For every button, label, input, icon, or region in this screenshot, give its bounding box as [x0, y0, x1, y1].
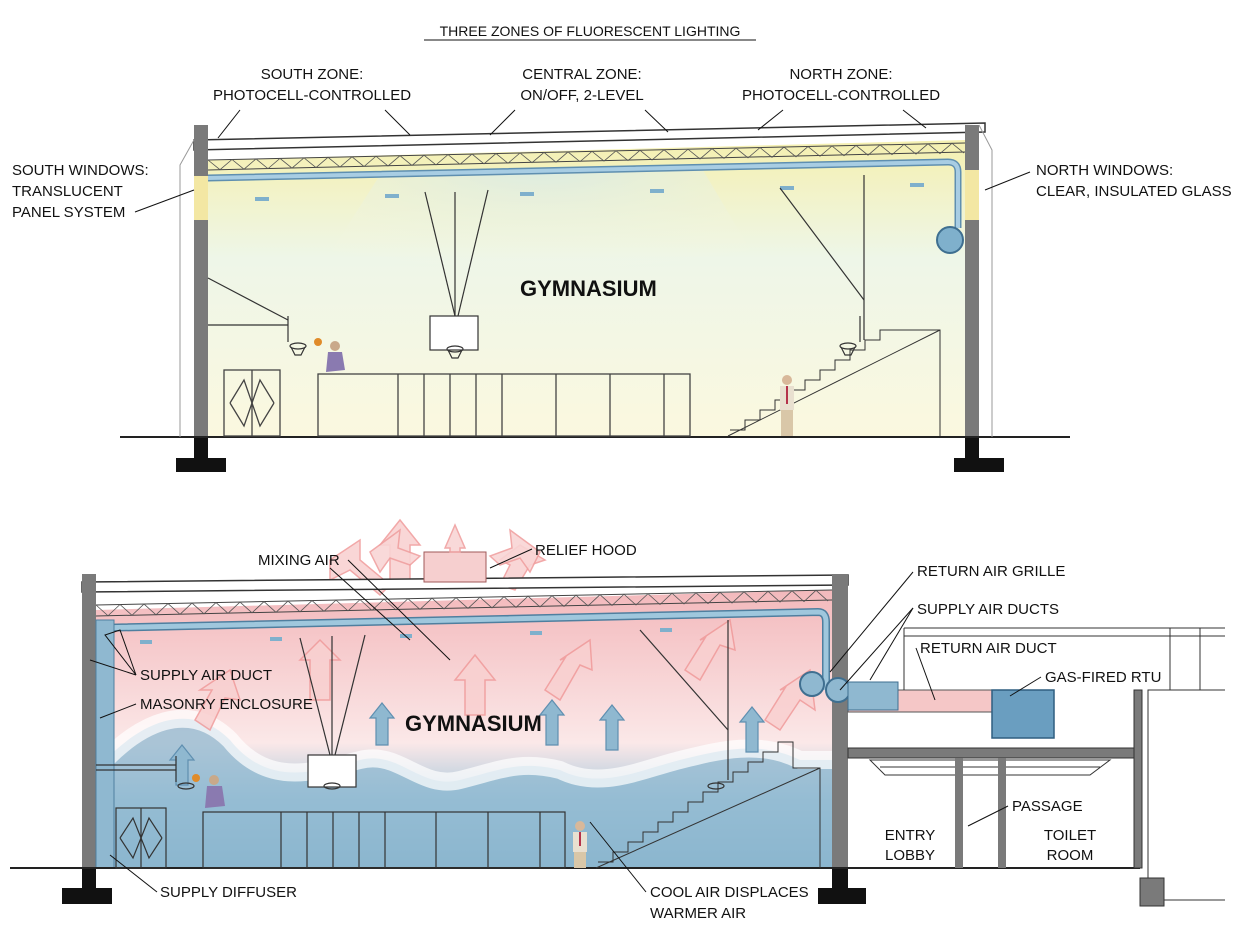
person-player-bottom: [192, 774, 225, 808]
adjacent-building: [847, 627, 1225, 907]
masonry-enclosure: [95, 619, 115, 869]
north-zone-label-1: NORTH ZONE:: [789, 66, 892, 83]
central-light-cone: [300, 165, 780, 300]
west-pier-bottom: [82, 868, 96, 890]
return-air-duct-label: RETURN AIR DUCT: [920, 640, 1057, 657]
supply-air-ducts-label: SUPPLY AIR DUCTS: [917, 601, 1059, 618]
passage-col-2: [998, 758, 1006, 868]
masonry-enclosure-label: MASONRY ENCLOSURE: [140, 696, 313, 713]
supply-air-duct-label: SUPPLY AIR DUCT: [140, 667, 272, 684]
north-pier-top: [965, 437, 979, 459]
toilet-room-label-2: ROOM: [1047, 847, 1094, 864]
cool-air-label-1: COOL AIR DISPLACES: [650, 884, 809, 901]
supply-air-ducts: [847, 681, 899, 711]
north-windows-label-1: NORTH WINDOWS:: [1036, 162, 1173, 179]
roof-truss-top: [207, 142, 966, 171]
north-window: [965, 170, 979, 220]
relief-hood: [423, 551, 487, 583]
bleachers-bottom: [595, 741, 821, 869]
gymnasium-label-top: GYMNASIUM: [520, 276, 657, 301]
passage-col-1: [955, 758, 963, 868]
hvac-section: GYMNASIUM RELIEF HOOD MIXING AIR SUPPLY …: [10, 518, 1225, 922]
person-standing-top: [780, 375, 794, 436]
central-zone-label-2: ON/OFF, 2-LEVEL: [520, 87, 643, 104]
south-windows-label-1: SOUTH WINDOWS:: [12, 162, 149, 179]
bleachers-top: [727, 329, 941, 437]
zone-leaders: [217, 109, 927, 139]
cool-air-label-2: WARMER AIR: [650, 905, 746, 922]
person-player-top: [314, 338, 345, 372]
light-fixtures-top: [255, 183, 924, 201]
entry-lobby-label-2: LOBBY: [885, 847, 935, 864]
supply-diffuser-label: SUPPLY DIFFUSER: [160, 884, 297, 901]
south-windows-label-3: PANEL SYSTEM: [12, 204, 125, 221]
cool-air-front: [96, 718, 832, 868]
gym-doors-top: [223, 369, 691, 437]
central-zone-label-1: CENTRAL ZONE:: [522, 66, 641, 83]
west-footing-bottom: [62, 888, 112, 904]
gas-fired-rtu-label: GAS-FIRED RTU: [1045, 669, 1161, 686]
west-wall-bottom: [82, 574, 96, 868]
gymnasium-label-bottom: GYMNASIUM: [405, 711, 542, 736]
lighting-section: THREE ZONES OF FLUORESCENT LIGHTING SOUT…: [12, 23, 1232, 472]
basketball-hoops-bottom: [96, 620, 729, 790]
south-windows-label-2: TRANSLUCENT: [12, 183, 123, 200]
north-windows-label-2: CLEAR, INSULATED GLASS: [1036, 183, 1232, 200]
south-zone-label-1: SOUTH ZONE:: [261, 66, 364, 83]
roof-truss-bottom: [95, 589, 833, 617]
gas-fired-rtu: [991, 689, 1055, 739]
gym-doors-bottom: [115, 807, 566, 869]
mixing-air-label: MIXING AIR: [258, 552, 340, 569]
south-zone-label-2: PHOTOCELL-CONTROLLED: [213, 87, 411, 104]
entry-lobby-label-1: ENTRY: [885, 827, 936, 844]
return-duct-round-top: [936, 226, 964, 254]
diagram-title: THREE ZONES OF FLUORESCENT LIGHTING: [440, 23, 741, 39]
east-footing-bottom: [818, 888, 866, 904]
return-air-grille-label: RETURN AIR GRILLE: [917, 563, 1065, 580]
person-standing-bottom: [573, 821, 587, 868]
return-air-grille: [799, 671, 851, 703]
relief-arrows: [369, 523, 541, 574]
north-zone-label-2: PHOTOCELL-CONTROLLED: [742, 87, 940, 104]
truss-web: [95, 589, 829, 617]
toilet-room-label-1: TOILET: [1044, 827, 1096, 844]
south-wall-top: [194, 125, 208, 437]
south-window: [194, 176, 208, 220]
basketball-hoops-top: [207, 175, 865, 359]
south-footing-top: [176, 458, 226, 472]
truss-web: [207, 142, 965, 171]
east-pier-bottom: [832, 868, 848, 890]
north-footing-top: [954, 458, 1004, 472]
relief-hood-label: RELIEF HOOD: [535, 542, 637, 559]
passage-label: PASSAGE: [1012, 798, 1083, 815]
east-wall-bottom: [832, 574, 848, 868]
south-pier-top: [194, 437, 208, 459]
